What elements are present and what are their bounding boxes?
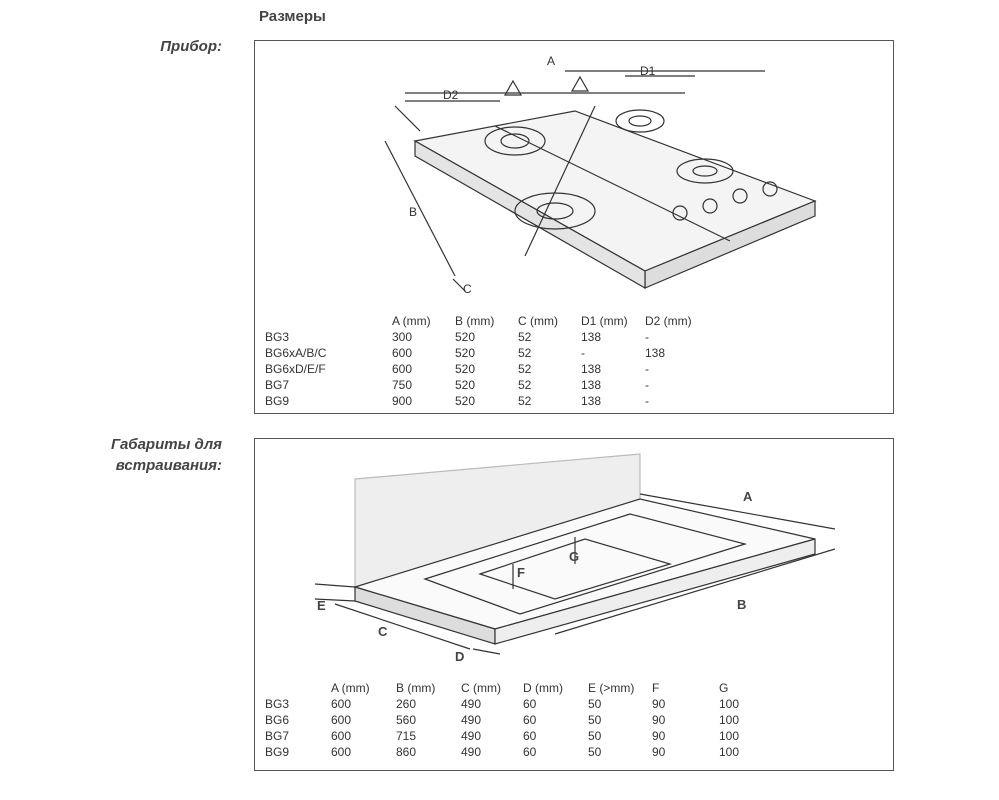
table-cell: 138 (581, 378, 602, 392)
table-cell: 50 (588, 697, 602, 711)
column-header: C (mm) (461, 681, 501, 695)
table-cell: 100 (719, 713, 740, 727)
table-cell: 60 (523, 713, 537, 727)
table-cell: 60 (523, 745, 537, 759)
dim-label-c: C (378, 624, 388, 639)
table-cell: 52 (518, 378, 532, 392)
table-cell: BG9 (265, 394, 290, 408)
table-cell: 138 (581, 394, 602, 408)
table-cell: - (645, 378, 649, 392)
table-cell: - (645, 362, 649, 376)
table-cell: - (645, 394, 649, 408)
dim-label-b: B (737, 597, 746, 612)
table-cell: BG3 (265, 697, 290, 711)
table-cell: 50 (588, 713, 602, 727)
column-header: A (mm) (331, 681, 370, 695)
section-label-installation: Габариты для встраивания: (22, 434, 222, 476)
table-cell: 600 (392, 362, 413, 376)
column-header: D (mm) (523, 681, 563, 695)
table-cell: BG6xD/E/F (265, 362, 326, 376)
table-cell: 490 (461, 729, 482, 743)
table-cell: 750 (392, 378, 413, 392)
column-header: E (>mm) (588, 681, 635, 695)
section-label-appliance: Прибор: (160, 38, 222, 55)
dim-label-f: F (517, 565, 525, 580)
table-cell: 600 (331, 697, 352, 711)
table-cell: 50 (588, 729, 602, 743)
table-cell: 90 (652, 745, 666, 759)
table-cell: 52 (518, 394, 532, 408)
table-cell: 490 (461, 713, 482, 727)
table-cell: 490 (461, 745, 482, 759)
column-header: D1 (mm) (581, 314, 628, 328)
table-cell: 260 (396, 697, 417, 711)
table-cell: 600 (331, 745, 352, 759)
column-header: B (mm) (455, 314, 495, 328)
table-cell: BG6 (265, 713, 290, 727)
table-cell: 138 (581, 330, 602, 344)
section-label-line2: встраивания: (115, 457, 222, 474)
table-cell: 60 (523, 729, 537, 743)
table-cell: 100 (719, 697, 740, 711)
page-heading: Размеры (259, 8, 326, 25)
table-cell: 100 (719, 729, 740, 743)
table-cell: BG7 (265, 378, 290, 392)
table-cell: 560 (396, 713, 417, 727)
dim-label-c: C (463, 282, 472, 296)
table-cell: 60 (523, 697, 537, 711)
dim-label-b: B (409, 205, 417, 219)
table-cell: 52 (518, 362, 532, 376)
table-cell: BG7 (265, 729, 290, 743)
table-cell: BG6xA/B/C (265, 346, 327, 360)
table-cell: 860 (396, 745, 417, 759)
dim-label-a: A (743, 489, 753, 504)
table-cell: 100 (719, 745, 740, 759)
table-cell: 138 (581, 362, 602, 376)
dim-label-d1: D1 (640, 64, 656, 78)
table-cell: 520 (455, 394, 476, 408)
table-cell: 520 (455, 346, 476, 360)
table-cell: 520 (455, 378, 476, 392)
table-cell: 300 (392, 330, 413, 344)
table-cell: - (645, 330, 649, 344)
table-cell: 600 (392, 346, 413, 360)
appliance-dimensions-box: A D1 D2 B C A (mm) B (mm) C (mm) D1 (mm) D2 … (254, 40, 894, 414)
dim-label-d2: D2 (443, 88, 459, 102)
table-cell: 50 (588, 745, 602, 759)
dim-label-e: E (317, 598, 326, 613)
table-cell: 90 (652, 729, 666, 743)
table-cell: - (581, 346, 585, 360)
dim-label-g: G (569, 549, 579, 564)
table-cell: 600 (331, 729, 352, 743)
table-cell: 90 (652, 713, 666, 727)
installation-dimensions-box: A B C D E F G A (mm) B (mm) C (mm) D (mm) E … (254, 438, 894, 771)
table-cell: 520 (455, 330, 476, 344)
column-header: G (719, 681, 729, 695)
dim-label-d: D (455, 649, 464, 664)
table-cell: 490 (461, 697, 482, 711)
table-cell: 52 (518, 330, 532, 344)
table-cell: 52 (518, 346, 532, 360)
table-cell: 520 (455, 362, 476, 376)
column-header: C (mm) (518, 314, 558, 328)
hob-diagram: A D1 D2 B C (384, 54, 817, 296)
column-header: A (mm) (392, 314, 431, 328)
section-label-line1: Габариты для (110, 436, 222, 453)
column-header: F (652, 681, 660, 695)
cutout-diagram: A B C D E F G (314, 453, 836, 664)
table-cell: 138 (645, 346, 666, 360)
table-cell: BG3 (265, 330, 290, 344)
table-cell: 715 (396, 729, 417, 743)
table-cell: BG9 (265, 745, 290, 759)
table-cell: 600 (331, 713, 352, 727)
table-cell: 90 (652, 697, 666, 711)
column-header: B (mm) (396, 681, 436, 695)
table-cell: 900 (392, 394, 413, 408)
column-header: D2 (mm) (645, 314, 692, 328)
dim-label-a: A (547, 54, 555, 68)
